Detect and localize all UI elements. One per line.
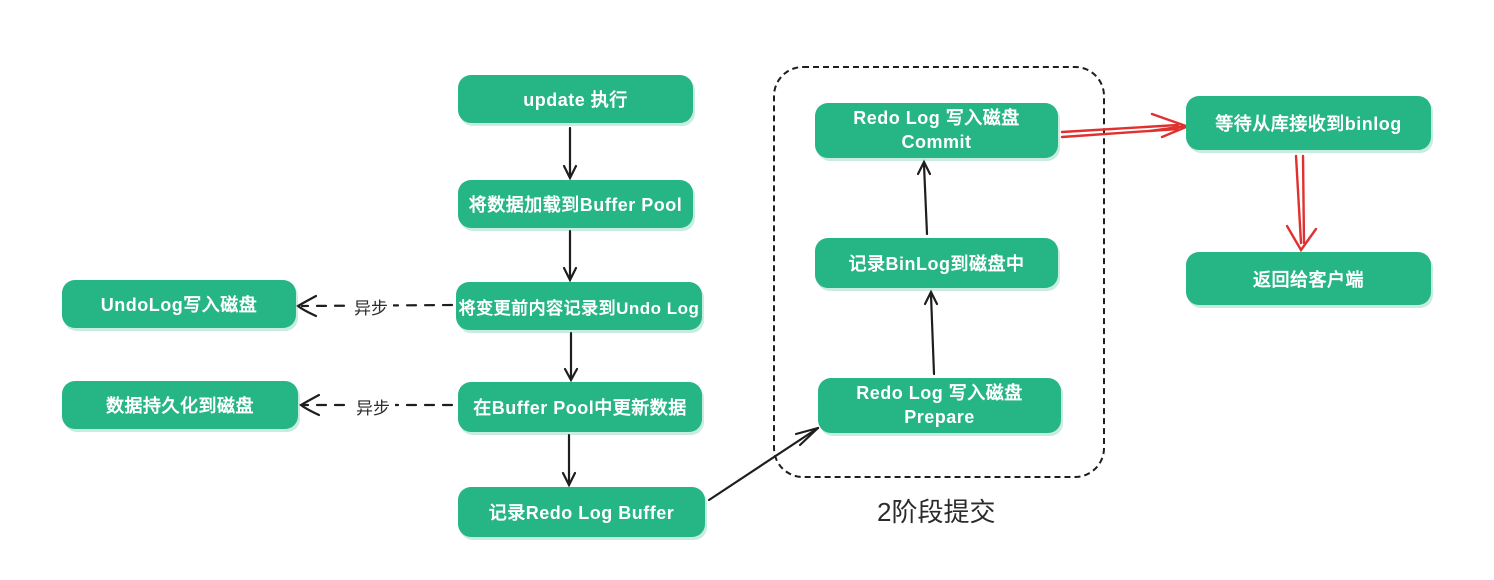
- node-redo-log-prepare: Redo Log 写入磁盘 Prepare: [818, 378, 1061, 433]
- node-wait-slave-receive-binlog: 等待从库接收到binlog: [1186, 96, 1431, 150]
- node-redo-log-commit: Redo Log 写入磁盘 Commit: [815, 103, 1058, 158]
- node-redo-log-prepare-line1: Redo Log 写入磁盘: [856, 383, 1023, 404]
- node-record-undo-log-label: 将变更前内容记录到Undo Log: [458, 298, 700, 318]
- node-update-exec-label: update 执行: [523, 90, 628, 110]
- node-record-binlog-to-disk-label: 记录BinLog到磁盘中: [848, 254, 1025, 274]
- arrow-wait-slave-to-return-client: [1285, 154, 1318, 253]
- edge-label-async-undo: 异步: [349, 293, 393, 320]
- two-phase-commit-group-border: [773, 66, 1105, 478]
- node-record-redo-log-buffer: 记录Redo Log Buffer: [458, 487, 705, 537]
- node-undolog-to-disk-label: UndoLog写入磁盘: [100, 295, 258, 315]
- node-update-in-buffer-pool-label: 在Buffer Pool中更新数据: [473, 398, 687, 418]
- arrow-undo-record-to-update-bp: [563, 331, 579, 383]
- node-redo-log-commit-line2: Commit: [901, 131, 972, 152]
- node-record-redo-log-buffer-label: 记录Redo Log Buffer: [488, 503, 675, 523]
- node-update-exec: update 执行: [458, 75, 693, 123]
- arrow-update-to-load: [562, 126, 578, 181]
- node-redo-log-commit-line1: Redo Log 写入磁盘: [853, 108, 1020, 129]
- node-undolog-to-disk: UndoLog写入磁盘: [62, 280, 296, 328]
- node-data-persist-to-disk: 数据持久化到磁盘: [62, 381, 298, 429]
- node-record-binlog-to-disk: 记录BinLog到磁盘中: [815, 238, 1058, 288]
- arrow-update-bp-to-redo-buffer: [561, 433, 577, 488]
- node-record-undo-log: 将变更前内容记录到Undo Log: [456, 282, 702, 330]
- node-return-to-client-label: 返回给客户端: [1253, 269, 1364, 290]
- two-phase-commit-caption: 2阶段提交: [877, 497, 996, 527]
- edge-label-async-persist: 异步: [351, 393, 395, 420]
- arrow-load-to-undo-record: [562, 229, 578, 283]
- node-load-buffer-pool-label: 将数据加载到Buffer Pool: [468, 195, 683, 215]
- node-update-in-buffer-pool: 在Buffer Pool中更新数据: [458, 382, 702, 432]
- node-wait-slave-receive-binlog-label: 等待从库接收到binlog: [1215, 114, 1402, 134]
- node-load-buffer-pool: 将数据加载到Buffer Pool: [458, 180, 693, 228]
- node-return-to-client: 返回给客户端: [1186, 252, 1431, 305]
- node-data-persist-to-disk-label: 数据持久化到磁盘: [106, 396, 254, 416]
- node-redo-log-prepare-line2: Prepare: [904, 406, 975, 427]
